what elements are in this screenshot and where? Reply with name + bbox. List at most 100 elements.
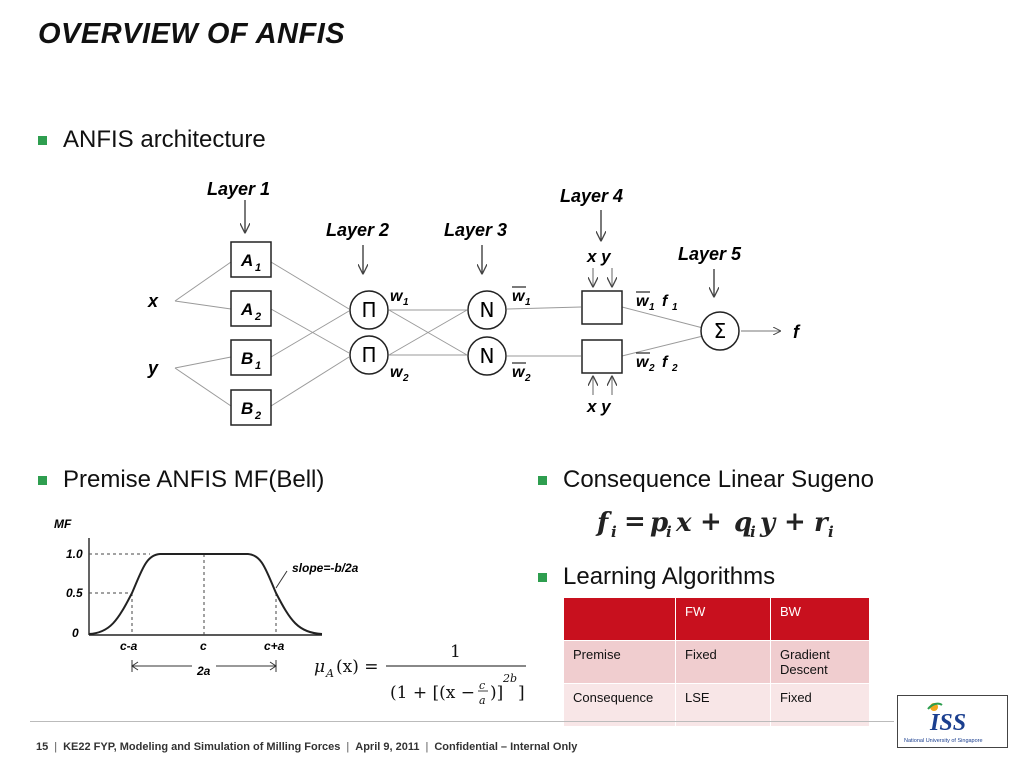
bell-exp: 2b [502, 672, 517, 685]
mf-ytick-05: 0.5 [66, 586, 83, 600]
table-row: Consequence LSE Fixed [563, 683, 870, 727]
w2f2-wsub: 2 [648, 363, 655, 374]
bullet-learning-text: Learning Algorithms [563, 563, 776, 590]
w1f1-w: w [636, 293, 650, 310]
cf-plus-2: + [784, 507, 806, 537]
input-x-label: x [147, 291, 159, 311]
table-cell: Fixed [770, 683, 870, 727]
bullet-architecture-text: ANFIS architecture [63, 126, 266, 153]
table-cell: Premise [563, 640, 676, 684]
layer4-top-xy: x y [586, 247, 612, 266]
w1f1-f: f [662, 293, 669, 310]
w2-label: w [390, 364, 404, 381]
bell-den-end: ] [518, 683, 525, 703]
mf-slope-label: slope=-b/2a [292, 561, 359, 575]
w2-bar-sub: 2 [524, 373, 531, 384]
bullet-premise-text: Premise ANFIS MF(Bell) [63, 466, 325, 493]
layer-3-label: Layer 3 [444, 220, 507, 240]
layer4-bottom-xy: x y [586, 397, 612, 416]
mf-node-b1 [230, 339, 272, 376]
w2f2-fsub: 2 [671, 363, 678, 374]
cf-p-sub: i [666, 523, 672, 541]
w2-bar-label: w [512, 364, 526, 381]
learning-algorithm-table: FW BW Premise Fixed Gradient Descent Con… [563, 597, 870, 727]
mf-xtick-ca: c-a [120, 639, 138, 653]
cf-eq: = [624, 507, 646, 537]
mf-xtick-cpa: c+a [264, 639, 285, 653]
layer-5-label: Layer 5 [678, 244, 742, 264]
bullet-premise: Premise ANFIS MF(Bell) [38, 466, 324, 494]
bullet-square-icon [538, 475, 547, 485]
bell-den-open: (1 + [(x − [390, 683, 475, 703]
footer-course: KE22 FYP, Modeling and Simulation of Mil… [63, 741, 341, 753]
input-y-label: y [147, 358, 159, 378]
layer-2-label: Layer 2 [326, 220, 389, 240]
norm-node-1 [467, 290, 507, 330]
footer-date: April 9, 2011 [355, 741, 420, 753]
bell-mu: μ [314, 657, 325, 677]
w1-bar-sub: 1 [525, 297, 531, 308]
cf-q-sub: i [750, 523, 756, 541]
bullet-consequence: Consequence Linear Sugeno [538, 466, 874, 494]
footer-confidentiality: Confidential – Internal Only [434, 741, 578, 753]
mf-node-a1 [230, 241, 272, 278]
w1f1-wsub: 1 [649, 302, 655, 313]
bell-den-close: )] [490, 683, 503, 703]
w1-label: w [390, 288, 404, 305]
w2-sub: 2 [402, 373, 409, 384]
table-cell: Gradient Descent [770, 640, 870, 684]
footer-page-number: 15 [36, 741, 49, 753]
w2f2-w: w [636, 354, 650, 371]
logo-text: ISS [929, 710, 966, 736]
iss-logo: ISS National University of Singapore [897, 695, 1008, 748]
w1-bar-label: w [512, 288, 526, 305]
bullet-consequence-text: Consequence Linear Sugeno [563, 466, 874, 493]
output-f-label: f [793, 322, 801, 342]
table-header-fw: FW [675, 597, 771, 641]
bell-c: c [479, 679, 485, 692]
footer-divider [30, 721, 894, 722]
product-symbol-2: Π [361, 343, 376, 367]
cf-y: y [759, 508, 777, 538]
norm-node-2 [467, 336, 507, 376]
table-cell: Consequence [563, 683, 676, 727]
slide-footer: 15|KE22 FYP, Modeling and Simulation of … [36, 741, 578, 753]
consequent-node-2 [581, 339, 623, 374]
mf-node-b1-letter: B [241, 349, 253, 368]
bullet-architecture: ANFIS architecture [38, 126, 266, 154]
logo-subtext: National University of Singapore [904, 738, 983, 744]
norm-symbol-1: N [480, 298, 495, 322]
bell-arg: (x) = [336, 657, 379, 677]
cf-f-sub: i [611, 523, 617, 541]
bell-numerator: 1 [450, 642, 461, 662]
consequent-node-1 [581, 290, 623, 325]
table-header-empty [563, 597, 676, 641]
slide-title: OVERVIEW OF ANFIS [38, 18, 346, 50]
table-header-bw: BW [770, 597, 870, 641]
bullet-learning: Learning Algorithms [538, 563, 775, 591]
bullet-square-icon [38, 135, 47, 145]
cf-plus-1: + [700, 507, 722, 537]
mf-node-a2 [230, 290, 272, 327]
norm-symbol-2: N [480, 344, 495, 368]
cf-r-sub: i [828, 523, 834, 541]
mf-node-b1-sub: 1 [255, 360, 261, 372]
mf-xtick-c: c [200, 639, 207, 653]
cf-x: x [675, 508, 692, 538]
mf-node-b2-sub: 2 [254, 410, 261, 422]
mf-node-b2 [230, 389, 272, 426]
mf-node-a1-letter: A [240, 251, 253, 270]
w1f1-fsub: 1 [672, 302, 678, 313]
layer-1-label: Layer 1 [207, 179, 270, 199]
sum-node [700, 311, 740, 351]
mf-ytick-1: 1.0 [66, 547, 83, 561]
product-node-2 [349, 335, 389, 375]
table-cell: Fixed [675, 640, 771, 684]
sum-symbol: Σ [714, 319, 727, 343]
bullet-square-icon [538, 572, 547, 582]
bell-mu-sub: A [325, 667, 334, 680]
